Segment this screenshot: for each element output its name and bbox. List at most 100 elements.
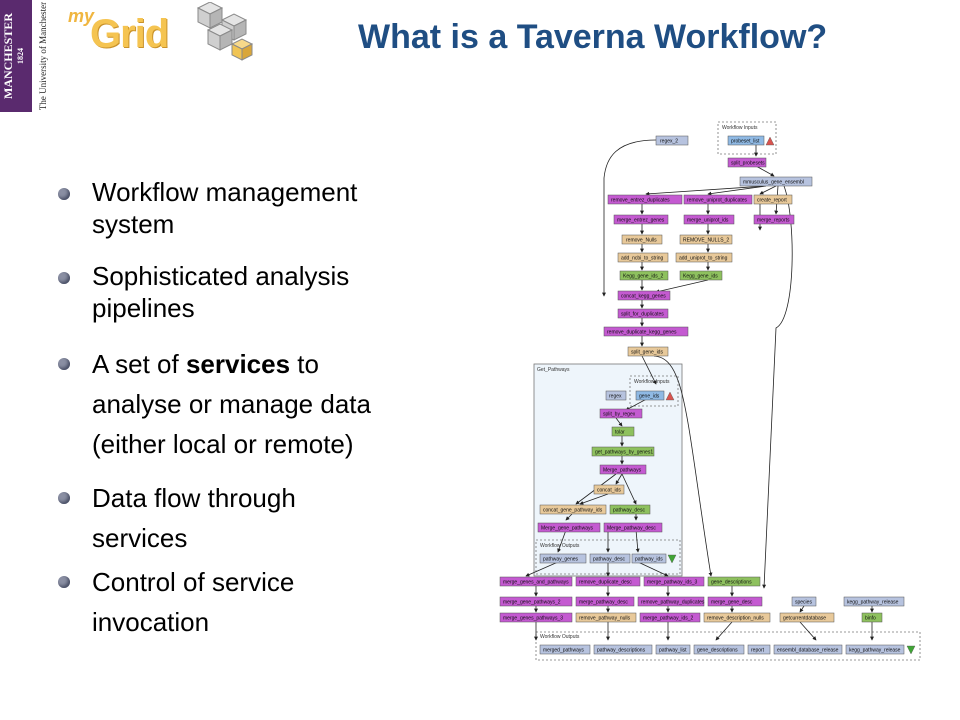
node-out-pathway-genes: pathway_genes: [539, 553, 587, 564]
bullet-text: Control of service: [92, 567, 295, 597]
svg-text:Merge_pathways: Merge_pathways: [603, 468, 642, 474]
workflow-edges: [525, 139, 874, 641]
node-concat-gene-pathway: concat_gene_pathway_ids: [539, 504, 607, 515]
svg-text:merge_pathway_desc: merge_pathway_desc: [579, 600, 628, 606]
workflow-diagram-svg: Workflow Inputs Get_Pathways Workflow In…: [499, 121, 921, 661]
bullet-text: Data flow through: [92, 483, 296, 513]
svg-text:species: species: [795, 600, 812, 606]
svg-text:merge_genes_and_pathways: merge_genes_and_pathways: [503, 580, 569, 586]
workflow-inputs-label: Workflow Inputs: [722, 125, 758, 131]
node-sub-gene-ids: gene_ids: [635, 390, 665, 401]
svg-text:merge_gene_desc: merge_gene_desc: [711, 600, 753, 606]
university-crest: [0, 0, 32, 112]
university-year: 1824: [16, 48, 25, 64]
svg-text:merged_pathways: merged_pathways: [543, 648, 584, 654]
svg-text:Merge_gene_pathways: Merge_gene_pathways: [541, 526, 593, 532]
node-remove-nulls: remove_Nulls: [621, 234, 663, 245]
university-name: MANCHESTER 1824: [0, 0, 32, 112]
node-merge-pathway-desc: Merge_pathway_desc: [603, 522, 663, 533]
node-remove-dup-kegg: remove_duplicate_kegg_genes: [603, 326, 689, 337]
node-add-ncbi: add_ncbi_to_string: [617, 252, 669, 263]
svg-text:remove_Nulls: remove_Nulls: [626, 238, 657, 244]
svg-text:mmusculus_gene_ensembl: mmusculus_gene_ensembl: [743, 180, 804, 186]
svg-text:remove_pathway_duplicates: remove_pathway_duplicates: [641, 600, 705, 606]
svg-text:gene_descriptions: gene_descriptions: [697, 648, 738, 654]
node-out-pathway-list: pathway_list: [655, 644, 691, 655]
node-remove-uniprot: remove_uniprot_duplicates: [683, 194, 753, 205]
node-merge-uniprot: merge_uniprot_ids: [683, 214, 735, 225]
svg-text:pathway_list: pathway_list: [659, 648, 687, 654]
output-triangle-icon: [667, 554, 677, 564]
bullet-icon: [58, 576, 70, 588]
svg-text:pathway_desc: pathway_desc: [593, 557, 625, 563]
bullet-icon: [58, 188, 70, 200]
svg-text:REMOVE_NULLS_2: REMOVE_NULLS_2: [683, 238, 729, 244]
svg-text:kegg_pathway_release: kegg_pathway_release: [849, 648, 901, 654]
svg-text:add_uniprot_to_string: add_uniprot_to_string: [679, 256, 728, 262]
svg-text:create_report: create_report: [757, 198, 787, 204]
mygrid-logo: my Grid: [60, 0, 260, 62]
svg-text:remove_pathway_nulls: remove_pathway_nulls: [579, 616, 631, 622]
cubes-icon: [196, 2, 254, 61]
node-split-gene-ids: split_gene_ids: [627, 346, 669, 357]
bullet-item: Workflow management system: [58, 176, 448, 260]
svg-text:split_probesets: split_probesets: [731, 161, 765, 167]
svg-text:remove_duplicate_desc: remove_duplicate_desc: [579, 580, 632, 586]
node-mmusculus: mmusculus_gene_ensembl: [739, 176, 813, 187]
svg-text:concat_gene_pathway_ids: concat_gene_pathway_ids: [543, 508, 603, 514]
node-merge-genes-pathways-3: merge_genes_pathways_3: [499, 612, 573, 623]
bullet-item: A set of services to analyse or manage d…: [58, 344, 448, 478]
bullet-text: (either local or remote): [92, 429, 354, 459]
svg-text:merge_reports: merge_reports: [757, 218, 790, 224]
bullet-text: Workflow management: [92, 177, 358, 207]
svg-text:pathway_ids: pathway_ids: [635, 557, 663, 563]
svg-text:merge_genes_pathways_3: merge_genes_pathways_3: [503, 616, 563, 622]
output-triangle-icon: [906, 645, 916, 655]
node-merge-pathway-ids-2: merge_pathway_ids_2: [639, 612, 701, 623]
bullet-text: system: [92, 209, 175, 239]
node-merge-genes-and-pathways: merge_genes_and_pathways: [499, 576, 573, 587]
node-probeset-list: probeset_list: [727, 135, 765, 146]
node-remove-entrez: remove_entrez_duplicates: [607, 194, 683, 205]
logo-my: my: [68, 6, 95, 26]
node-merge-reports: merge_reports: [753, 214, 795, 225]
svg-text:pathway_descriptions: pathway_descriptions: [597, 648, 646, 654]
svg-text:regex: regex: [609, 394, 622, 400]
node-regex-2: regex_2: [655, 135, 689, 146]
node-get-pathways: get_pathways_by_genes1: [591, 446, 655, 457]
svg-text:regex_2: regex_2: [660, 139, 678, 145]
node-out-pathway-desc: pathway_desc: [589, 553, 631, 564]
svg-text:concat_kegg_genes: concat_kegg_genes: [621, 294, 666, 300]
node-kegg-gene-ids-2: Kegg_gene_ids_2: [619, 270, 669, 281]
bullet-text: pipelines: [92, 293, 195, 323]
svg-text:tolar: tolar: [615, 430, 625, 436]
svg-text:remove_description_nulls: remove_description_nulls: [707, 616, 764, 622]
bullet-item: Data flow through services: [58, 478, 448, 562]
svg-text:gene_descriptions: gene_descriptions: [711, 580, 752, 586]
node-split-by-regex: split_by_regex: [599, 408, 643, 419]
svg-text:merge_pathway_ids_3: merge_pathway_ids_3: [647, 580, 698, 586]
node-remove-pathway-nulls: remove_pathway_nulls: [575, 612, 637, 623]
bullet-text: analyse or manage data: [92, 389, 371, 419]
node-remove-nulls-2: REMOVE_NULLS_2: [679, 234, 733, 245]
university-banner: MANCHESTER 1824 The University of Manche…: [0, 0, 60, 112]
node-getcurrentdatabase: getcurrentdatabase: [779, 612, 835, 623]
svg-text:merge_uniprot_ids: merge_uniprot_ids: [687, 218, 729, 224]
workflow-outputs-box: [535, 631, 921, 661]
node-remove-pathway-duplicates: remove_pathway_duplicates: [637, 596, 705, 607]
node-out-pathway-ids: pathway_ids: [631, 553, 667, 564]
svg-text:remove_entrez_duplicates: remove_entrez_duplicates: [611, 198, 670, 204]
node-out-merged-pathways: merged_pathways: [539, 644, 591, 655]
node-concat-ids: concat_ids: [593, 484, 625, 495]
node-merge-pathway-ids-3: merge_pathway_ids_3: [643, 576, 705, 587]
svg-text:pathway_genes: pathway_genes: [543, 557, 579, 563]
svg-text:Kegg_gene_ids: Kegg_gene_ids: [683, 274, 718, 280]
svg-text:remove_uniprot_duplicates: remove_uniprot_duplicates: [687, 198, 748, 204]
node-species: species: [791, 596, 817, 607]
bullet-text: to: [290, 349, 319, 379]
svg-text:get_pathways_by_genes1: get_pathways_by_genes1: [595, 450, 653, 456]
node-out-gene-descriptions: gene_descriptions: [693, 644, 745, 655]
svg-text:Merge_pathway_desc: Merge_pathway_desc: [607, 526, 656, 532]
node-gene-descriptions: gene_descriptions: [707, 576, 761, 587]
node-tolar: tolar: [611, 426, 635, 437]
